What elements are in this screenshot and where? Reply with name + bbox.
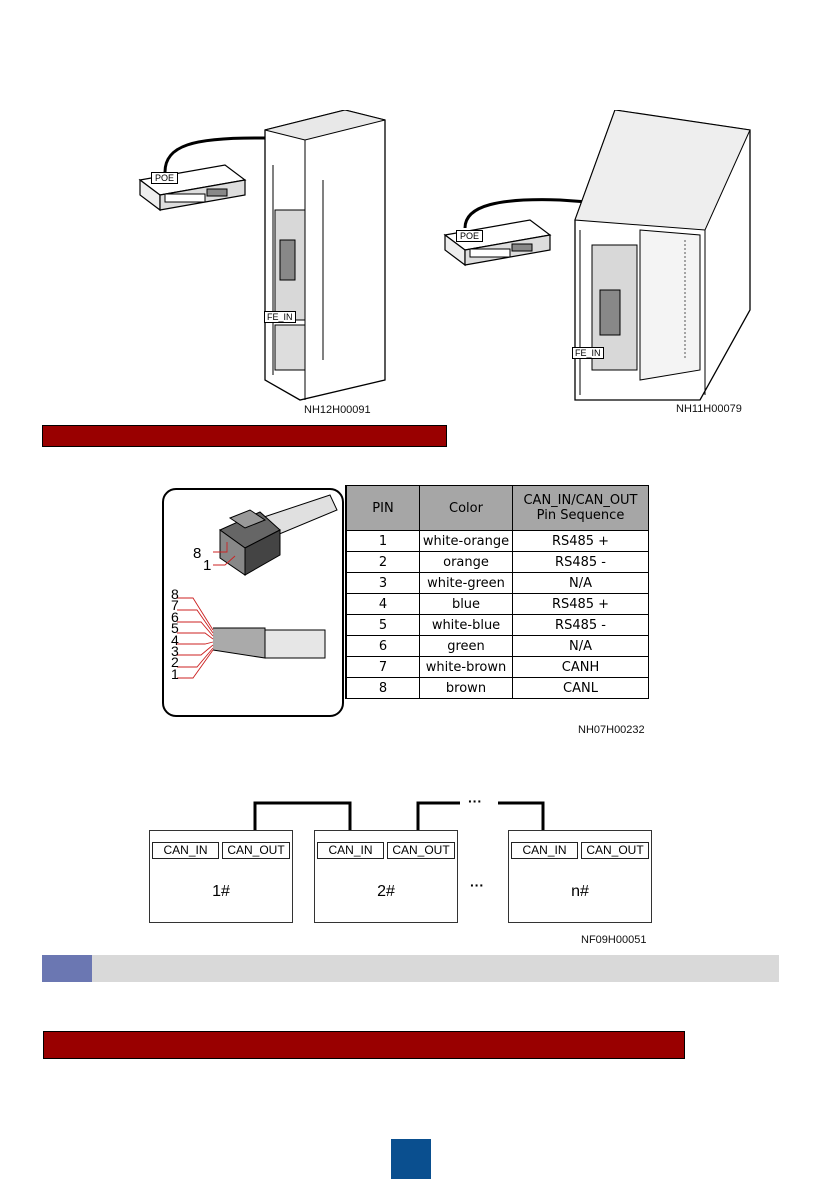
cell-color: blue (419, 593, 513, 615)
wire-pin-2: 2 (171, 654, 179, 671)
cell-color: white-green (419, 572, 513, 594)
wire-pin-1: 1 (171, 665, 179, 682)
section-heading-bar-1 (42, 425, 447, 447)
table-header-row: PIN Color CAN_IN/CAN_OUT Pin Sequence (345, 485, 649, 531)
cell-color: white-orange (419, 530, 513, 552)
cell-color: white-brown (419, 656, 513, 678)
cell-pin: 5 (345, 614, 420, 636)
rj45-connector-icon (177, 494, 338, 679)
cabinet-poe-illustration-right (443, 110, 751, 401)
cell-signal: CANH (512, 656, 649, 678)
cascade-ellipsis-mid: ··· (470, 877, 484, 893)
fe-in-label-right: FE_IN (572, 347, 604, 359)
cell-signal: RS485 + (512, 530, 649, 552)
cell-pin: 8 (345, 677, 420, 699)
can-unit-n: CAN_IN CAN_OUT n# (508, 830, 652, 923)
wire-pin-5: 5 (171, 620, 179, 637)
page-number-badge (391, 1139, 431, 1179)
cell-pin: 2 (345, 551, 420, 573)
cell-signal: CANL (512, 677, 649, 699)
figure-code-left: NH12H00091 (304, 404, 371, 416)
can-cascade-wires (253, 801, 545, 843)
can-unit-1: CAN_IN CAN_OUT 1# (149, 830, 293, 923)
cell-pin: 3 (345, 572, 420, 594)
wire-pin-labels: 8 7 6 5 4 3 2 1 (171, 586, 179, 682)
note-bar (42, 955, 779, 982)
header-pin-sequence: CAN_IN/CAN_OUT Pin Sequence (512, 485, 649, 531)
can-out-port-1: CAN_OUT (222, 842, 290, 859)
can-out-port-2: CAN_OUT (387, 842, 455, 859)
poe-label-right: POE (456, 230, 484, 242)
cell-pin: 7 (345, 656, 420, 678)
cell-signal: N/A (512, 635, 649, 657)
poe-label-left: POE (151, 172, 179, 184)
cell-signal: N/A (512, 572, 649, 594)
connector-pin-label-8: 8 (193, 545, 202, 562)
unit-label-n: n# (571, 883, 589, 900)
figure-code-pins: NH07H00232 (578, 724, 645, 736)
wire-pin-4: 4 (171, 631, 179, 648)
section-heading-bar-2 (43, 1031, 685, 1059)
figure-code-right: NH11H00079 (676, 403, 742, 415)
cell-signal: RS485 + (512, 593, 649, 615)
figure-code-cascade: NF09H00051 (581, 934, 647, 946)
cell-color: orange (419, 551, 513, 573)
unit-label-2: 2# (377, 883, 395, 900)
header-pin: PIN (345, 485, 420, 531)
can-in-port-n: CAN_IN (511, 842, 578, 859)
wire-pin-7: 7 (171, 597, 179, 614)
cell-pin: 6 (345, 635, 420, 657)
cell-signal: RS485 - (512, 551, 649, 573)
cell-signal: RS485 - (512, 614, 649, 636)
can-in-port-1: CAN_IN (152, 842, 219, 859)
can-unit-2: CAN_IN CAN_OUT 2# (314, 830, 458, 923)
wire-pin-6: 6 (171, 608, 179, 625)
wire-pin-8: 8 (171, 586, 179, 602)
can-out-port-n: CAN_OUT (581, 842, 649, 859)
wire-pin-3: 3 (171, 643, 179, 660)
note-icon (42, 955, 92, 982)
cell-pin: 4 (345, 593, 420, 615)
can-in-port-2: CAN_IN (317, 842, 384, 859)
cell-pin: 1 (345, 530, 420, 552)
connector-pin-label-1: 1 (203, 557, 212, 574)
cell-color: brown (419, 677, 513, 699)
cell-color: green (419, 635, 513, 657)
cell-color: white-blue (419, 614, 513, 636)
fe-in-label-left: FE_IN (264, 311, 296, 323)
cascade-ellipsis-top: ··· (468, 793, 482, 809)
cabinet-poe-illustration-left (138, 110, 386, 401)
header-color: Color (419, 485, 513, 531)
unit-label-1: 1# (212, 883, 230, 900)
